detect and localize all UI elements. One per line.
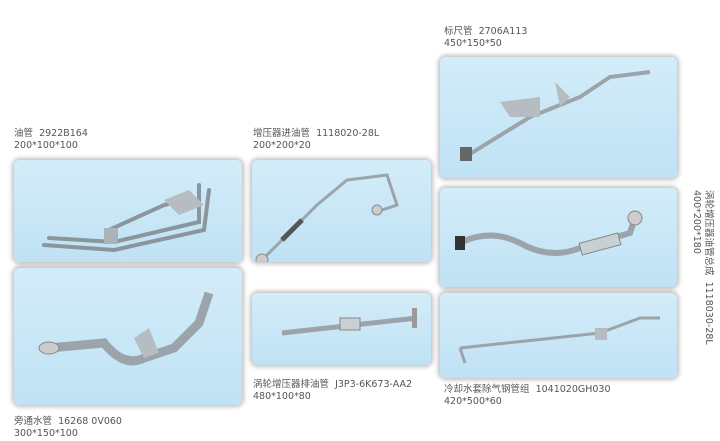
product-image-bypass-pipe[interactable] bbox=[14, 268, 242, 405]
product-image-coolant-pipe[interactable] bbox=[440, 293, 677, 378]
product-image-turbo-oil-assembly[interactable] bbox=[440, 188, 677, 287]
product-image-inlet-pipe[interactable] bbox=[252, 160, 431, 262]
product-image-dipstick-tube[interactable] bbox=[440, 57, 677, 178]
product-image-oil-pipe[interactable] bbox=[14, 160, 242, 262]
product-image-drain-pipe[interactable] bbox=[252, 293, 431, 365]
